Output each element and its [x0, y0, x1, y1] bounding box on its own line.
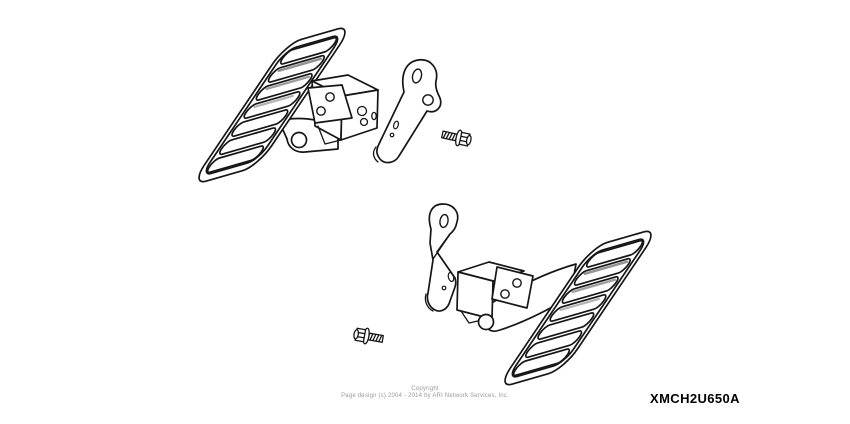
bracket-body — [426, 203, 459, 312]
part-code-label: XMCH2U650A — [650, 391, 740, 406]
plate-bolt-hole — [512, 278, 522, 288]
flange-bolt-lower — [351, 325, 385, 348]
bracket-hole — [411, 68, 423, 84]
bracket-fold-crease — [432, 233, 451, 260]
plate-bolt-hole — [316, 106, 326, 116]
plate-bolt-hole — [325, 92, 335, 102]
bracket-slot-hole — [447, 271, 455, 283]
mounting-block-lower — [456, 261, 534, 324]
bracket-pin-hole — [441, 285, 447, 291]
mounting-bracket-upper — [372, 58, 442, 164]
bracket-hole — [439, 213, 449, 229]
block-bottom-step — [317, 125, 342, 145]
floorboard-assembly-lower — [351, 203, 662, 391]
block-boss — [359, 117, 369, 127]
footer-copyright: Copyright Page design (c) 2004 - 2014 by… — [0, 386, 850, 400]
bracket-body — [376, 58, 442, 164]
bracket-thickness-edge — [372, 146, 379, 163]
mounting-bracket-lower — [424, 203, 459, 312]
flange-bolt-upper — [439, 125, 474, 150]
bracket-hole — [422, 94, 434, 106]
design-credit-line: Page design (c) 2004 - 2014 by ARI Netwo… — [341, 393, 509, 399]
block-nub — [371, 111, 377, 121]
mounting-block-upper — [307, 74, 379, 145]
bracket-slot-hole — [393, 120, 399, 130]
block-boss — [356, 105, 368, 117]
plate-bolt-hole — [500, 289, 510, 299]
mount-peg-upper — [290, 131, 308, 149]
copyright-line: Copyright — [411, 386, 439, 392]
mount-peg-lower — [477, 313, 495, 331]
bracket-pin-hole — [389, 132, 395, 138]
floorboard-assembly-upper — [188, 22, 474, 188]
bracket-thickness-edge — [424, 293, 434, 312]
